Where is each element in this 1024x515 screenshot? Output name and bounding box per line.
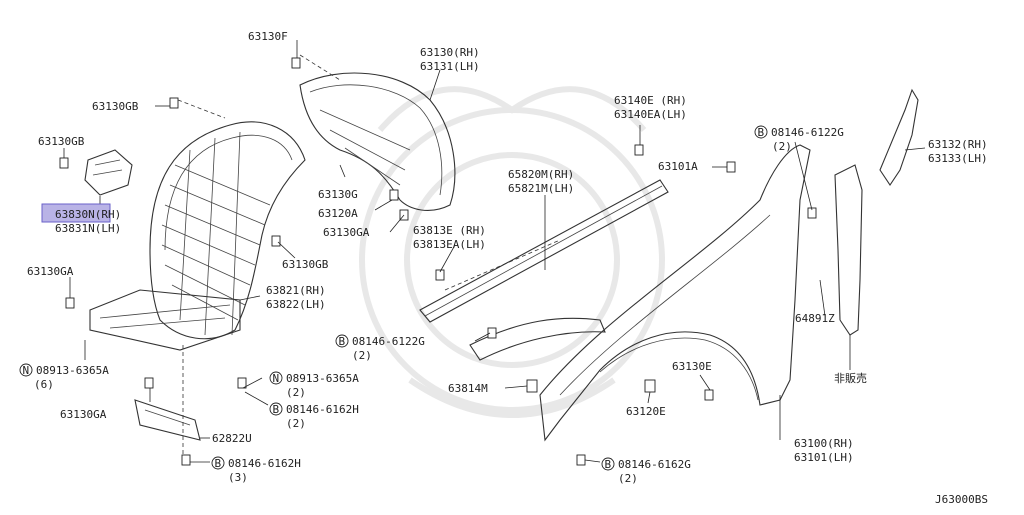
label-63130GB-right: 63130GB — [282, 258, 329, 271]
label-63814M: 63814M — [448, 382, 488, 395]
bolt-badge-6122G-mid: B — [335, 334, 349, 348]
label-not-for-sale: 非販売 — [834, 372, 867, 385]
front-fender-panel-63100[interactable] — [539, 144, 811, 442]
svg-text:B: B — [339, 335, 346, 348]
label-63830N-rh: 63830N(RH) — [55, 208, 121, 221]
svg-text:B: B — [215, 457, 222, 470]
svg-text:N: N — [23, 364, 30, 377]
label-63120E: 63120E — [626, 405, 666, 418]
label-63130GB-top: 63130GB — [92, 100, 139, 113]
label-08913-right: 08913-6365A — [286, 372, 359, 385]
svg-text:N: N — [273, 372, 280, 385]
label-63822-lh: 63822(LH) — [266, 298, 326, 311]
watermark-emblem — [359, 86, 665, 418]
label-63813EA-lh: 63813EA(LH) — [413, 238, 486, 251]
label-63130GA-left: 63130GA — [27, 265, 74, 278]
seal-63132[interactable] — [879, 88, 919, 186]
label-63831N-lh: 63831N(LH) — [55, 222, 121, 235]
label-63821-rh: 63821(RH) — [266, 284, 326, 297]
nut-badge-right: N — [269, 371, 283, 385]
diagram-code: J63000BS — [935, 493, 988, 506]
label-08146-6122G-top: 08146-6122G — [771, 126, 844, 139]
label-63133-lh: 63133(LH) — [928, 152, 988, 165]
label-63120A: 63120A — [318, 207, 358, 220]
fender-protector-63130[interactable] — [299, 72, 456, 211]
label-08146-6162H-b-qty: (3) — [228, 471, 248, 484]
label-64891Z: 64891Z — [795, 312, 835, 325]
label-63132-rh: 63132(RH) — [928, 138, 988, 151]
label-65821M-lh: 65821M(LH) — [508, 182, 574, 195]
label-08146-6162H-b: 08146-6162H — [228, 457, 301, 470]
bolt-badge-6122G-top: B — [754, 125, 768, 139]
label-63130F: 63130F — [248, 30, 288, 43]
bracket-62822U[interactable] — [134, 399, 201, 441]
label-63101-lh: 63101(LH) — [794, 451, 854, 464]
bracket-63830N[interactable] — [84, 149, 133, 196]
label-62822U: 62822U — [212, 432, 252, 445]
bolt-badge-6162H-a: B — [269, 402, 283, 416]
fasteners — [59, 57, 817, 466]
label-63130GA-bottom: 63130GA — [60, 408, 107, 421]
insulator-64891Z[interactable] — [834, 164, 863, 336]
label-63130GA-mid: 63130GA — [323, 226, 370, 239]
nut-badge-left: N — [19, 363, 33, 377]
inner-fender-liner-63821[interactable] — [89, 121, 306, 351]
label-63140E-rh: 63140E (RH) — [614, 94, 687, 107]
label-08913-left: 08913-6365A — [36, 364, 109, 377]
svg-text:B: B — [273, 403, 280, 416]
label-63130GB-left: 63130GB — [38, 135, 85, 148]
svg-text:B: B — [758, 126, 765, 139]
highlight-63830N — [41, 203, 111, 223]
svg-text:B: B — [605, 458, 612, 471]
label-63131-lh: 63131(LH) — [420, 60, 480, 73]
label-08913-left-qty: (6) — [34, 378, 54, 391]
label-08146-6122G-top-qty: (2) — [772, 140, 792, 153]
lower-trim-63814M[interactable] — [469, 317, 606, 361]
label-08913-right-qty: (2) — [286, 386, 306, 399]
label-08146-6162H-a-qty: (2) — [286, 417, 306, 430]
leader-lines — [63, 40, 926, 463]
label-63101A: 63101A — [658, 160, 698, 173]
label-08146-6162G: 08146-6162G — [618, 458, 691, 471]
label-08146-6122G-mid-qty: (2) — [352, 349, 372, 362]
bolt-badge-6162H-b: B — [211, 456, 225, 470]
bolt-badge-6162G: B — [601, 457, 615, 471]
label-08146-6122G-mid: 08146-6122G — [352, 335, 425, 348]
moulding-strip-65820M[interactable] — [419, 179, 669, 323]
callout-labels: 63130F 63130(RH) 63131(LH) 63130GB 63130… — [19, 30, 988, 506]
label-63813E-rh: 63813E (RH) — [413, 224, 486, 237]
label-08146-6162G-qty: (2) — [618, 472, 638, 485]
label-63130G: 63130G — [318, 188, 358, 201]
label-63100-rh: 63100(RH) — [794, 437, 854, 450]
label-63130-rh: 63130(RH) — [420, 46, 480, 59]
label-63130E: 63130E — [672, 360, 712, 373]
label-08146-6162H-a: 08146-6162H — [286, 403, 359, 416]
label-63140EA-lh: 63140EA(LH) — [614, 108, 687, 121]
label-65820M-rh: 65820M(RH) — [508, 168, 574, 181]
